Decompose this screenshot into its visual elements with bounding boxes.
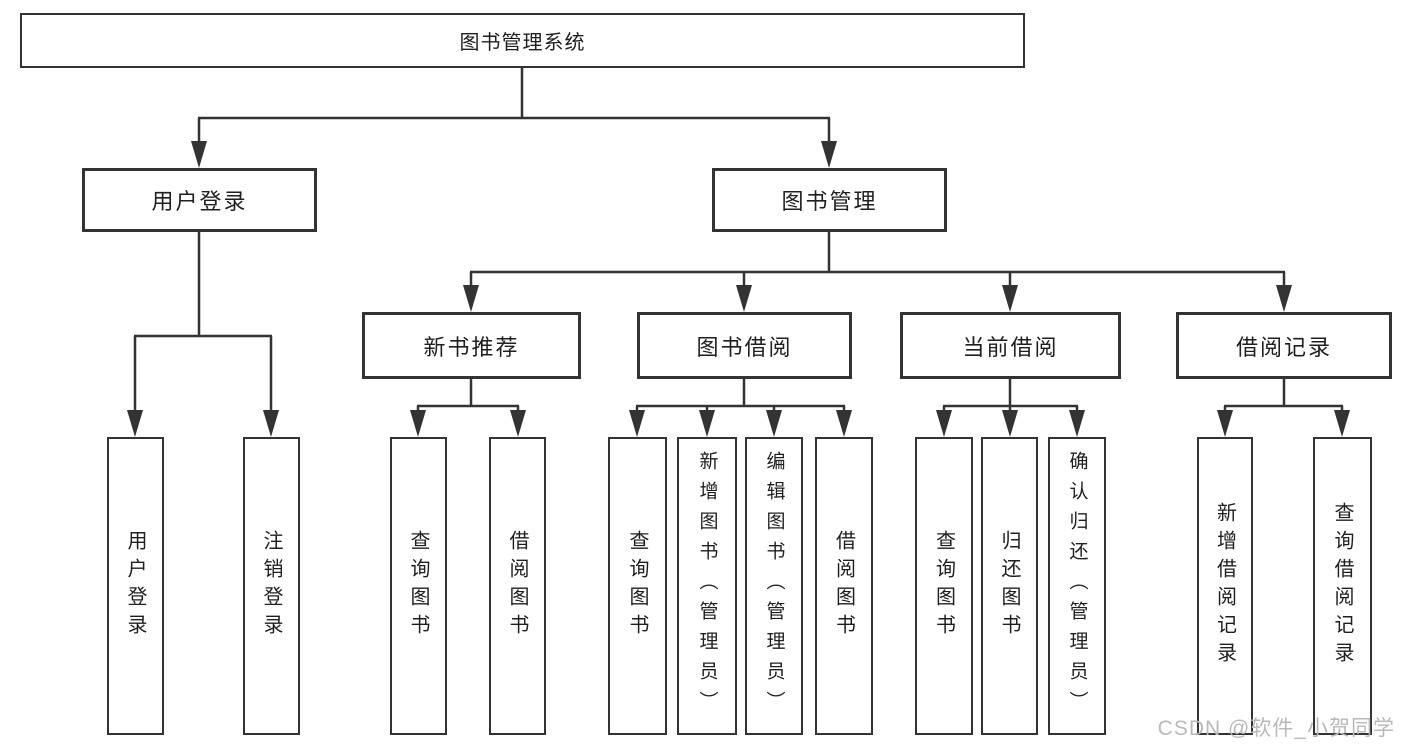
node-current-borrow: 当前借阅 <box>900 312 1121 379</box>
leaf-query-books-newbooks: 查询图书 <box>390 437 447 735</box>
leaf-borrow-books-newbooks: 借阅图书 <box>489 437 546 735</box>
leaf-query-borrow-record: 查询借阅记录 <box>1313 437 1372 735</box>
leaf-return-books: 归还图书 <box>981 437 1038 735</box>
leaf-add-borrow-record: 新增借阅记录 <box>1197 437 1253 735</box>
connector-login-to-leaves <box>127 232 279 437</box>
leaf-confirm-return-admin: 确认归还（管理员） <box>1048 437 1106 735</box>
csdn-watermark: CSDN @软件_小贺同学 <box>1157 717 1395 740</box>
node-new-book-recommend: 新书推荐 <box>362 312 581 379</box>
connector-bookborrow-to-leaves <box>629 379 852 437</box>
leaf-add-book-admin: 新增图书（管理员） <box>677 437 737 735</box>
node-borrow-records: 借阅记录 <box>1176 312 1392 379</box>
connector-records-to-leaves <box>1217 379 1350 437</box>
leaf-logout: 注销登录 <box>243 437 300 735</box>
node-book-management: 图书管理 <box>712 168 947 232</box>
leaf-borrow-books: 借阅图书 <box>815 437 873 735</box>
leaf-query-books-current: 查询图书 <box>915 437 973 735</box>
connector-root-to-level2 <box>191 68 837 168</box>
node-user-login: 用户登录 <box>82 168 317 232</box>
leaf-user-login: 用户登录 <box>107 437 164 735</box>
connector-currentborrow-to-leaves <box>936 379 1085 437</box>
connector-newbooks-to-leaves <box>410 379 526 437</box>
node-book-borrow: 图书借阅 <box>637 312 852 379</box>
leaf-query-books-borrow: 查询图书 <box>608 437 667 735</box>
leaf-edit-book-admin: 编辑图书（管理员） <box>745 437 803 735</box>
node-root-system: 图书管理系统 <box>20 13 1025 68</box>
connector-management-to-level3 <box>463 232 1292 312</box>
